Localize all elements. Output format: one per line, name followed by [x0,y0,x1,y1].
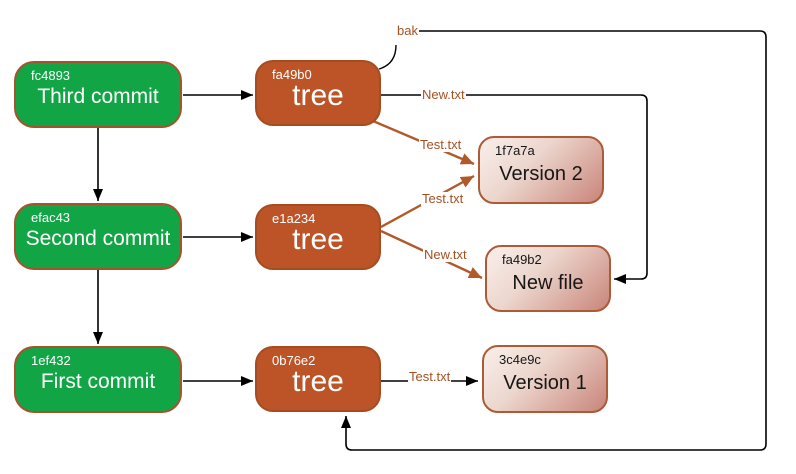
blob-title: Version 2 [499,163,583,185]
tree-hash: fa49b0 [272,67,312,82]
edge-label-new-txt-1: New.txt [421,87,466,102]
blob-hash: 3c4e9c [499,352,541,367]
tree-node-middle: e1a234 tree [255,204,381,270]
blob-title: New file [512,272,584,294]
edge-label-new-txt-2: New.txt [423,247,468,262]
blob-node-newfile: fa49b2 New file [485,245,611,312]
edge-tree3-bak-connector [378,44,397,70]
commit-hash: fc4893 [31,68,71,83]
edge-bak-to-tree1 [341,30,767,451]
tree-title: tree [292,365,344,398]
commit-title: First commit [40,370,156,393]
blob-title: Version 1 [503,372,587,394]
tree-title: tree [292,223,344,256]
tree-node-bottom: 0b76e2 tree [255,346,381,412]
edge-label-test-txt-1: Test.txt [419,137,463,152]
tree-title: tree [292,79,344,112]
commit-node-first: 1ef432 First commit [14,346,182,413]
blob-hash: fa49b2 [502,252,542,267]
commit-node-second: efac43 Second commit [14,203,182,270]
edge-tree3-newtxt-to-newfile [381,94,648,284]
tree-hash: e1a234 [272,211,316,226]
edge-label-bak: bak [396,23,419,38]
commit-hash: efac43 [31,210,71,225]
commit-node-third: fc4893 Third commit [14,61,182,128]
blob-node-version1: 3c4e9c Version 1 [482,345,608,413]
commit-title: Third commit [37,85,159,108]
edge-label-test-txt-3: Test.txt [408,369,452,384]
tree-node-top: fa49b0 tree [255,60,381,126]
tree-hash: 0b76e2 [272,353,316,368]
edge-label-test-txt-2: Test.txt [421,191,465,206]
blob-node-version2: 1f7a7a Version 2 [478,136,604,204]
blob-hash: 1f7a7a [495,143,535,158]
commit-title: Second commit [25,227,171,250]
commit-hash: 1ef432 [31,353,71,368]
